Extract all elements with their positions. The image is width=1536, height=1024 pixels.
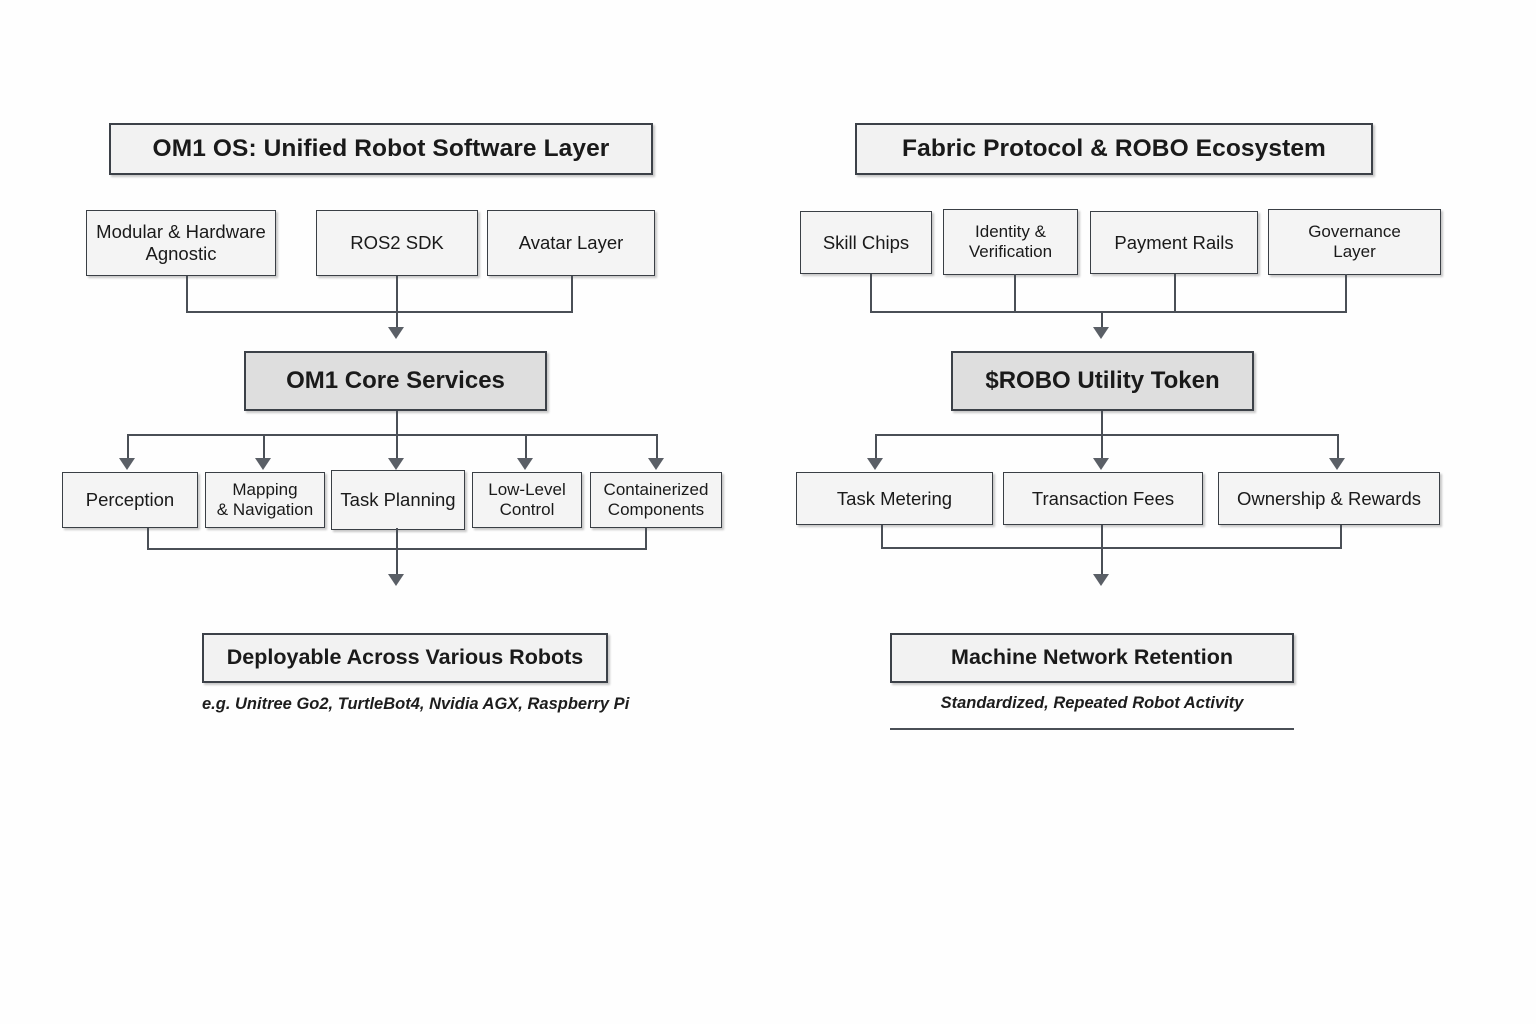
left-service-label-2: Mapping & Navigation [216,479,314,519]
left-service-box-1: Perception [62,472,198,528]
right-input-label-4: Governance Layer [1308,221,1401,261]
right-service-arrow-3 [1329,458,1345,470]
left-service-label-1: Perception [85,489,175,511]
right-fan-bar [875,434,1339,437]
left-service-arrow-3 [388,458,404,470]
left-hub-box: OM1 Core Services [244,351,547,411]
left-merge-bar-top [186,311,573,314]
right-service-box-2: Transaction Fees [1003,472,1203,525]
right-outcome-label: Machine Network Retention [951,645,1233,670]
right-hub-stem [1101,311,1104,335]
left-outcome-arrow [388,574,404,586]
right-input-box-1: Skill Chips [800,211,932,274]
right-input-label-1: Skill Chips [822,231,910,253]
left-service-box-2: Mapping & Navigation [205,472,325,528]
left-service-arrow-5 [648,458,664,470]
right-hub-arrow [1093,327,1109,339]
left-hub-label: OM1 Core Services [286,366,505,394]
left-outcome-box: Deployable Across Various Robots [202,633,608,683]
right-out-drop-1 [881,525,884,549]
left-service-box-3: Task Planning [331,470,465,530]
left-fan-drop-5 [656,434,659,461]
right-title-label: Fabric Protocol & ROBO Ecosystem [902,134,1326,162]
right-service-label-2: Transaction Fees [1031,487,1175,509]
right-input-box-4: Governance Layer [1268,209,1441,275]
right-service-arrow-1 [867,458,883,470]
left-service-arrow-4 [517,458,533,470]
right-out-bar [881,547,1342,550]
right-caption-label: Standardized, Repeated Robot Activity [940,694,1244,712]
right-out-drop-3 [1340,525,1343,549]
right-out-drop-2 [1101,525,1104,577]
left-merge-drop-3 [571,276,574,313]
left-out-drop-2 [396,528,399,577]
right-outcome-box: Machine Network Retention [890,633,1294,683]
right-service-arrow-2 [1093,458,1109,470]
left-service-box-5: Containerized Components [590,472,722,528]
right-input-label-2: Identity & Verification [968,221,1053,261]
right-input-box-2: Identity & Verification [943,209,1078,275]
left-merge-drop-2 [396,276,399,335]
right-outcome-arrow [1093,574,1109,586]
right-input-label-3: Payment Rails [1114,231,1234,253]
left-title-label: OM1 OS: Unified Robot Software Layer [152,134,610,162]
left-service-label-4: Low-Level Control [488,479,566,519]
right-fan-drop-2 [1101,434,1104,461]
right-hub-label: $ROBO Utility Token [985,366,1220,394]
left-service-arrow-2 [255,458,271,470]
left-fan-stem [396,411,399,436]
right-merge-bar-top [870,311,1347,314]
right-title-box: Fabric Protocol & ROBO Ecosystem [855,123,1373,175]
left-out-bar [147,548,647,551]
left-fan-drop-3 [396,434,399,461]
right-service-box-3: Ownership & Rewards [1218,472,1440,525]
left-outcome-label: Deployable Across Various Robots [226,645,584,670]
right-hub-box: $ROBO Utility Token [951,351,1254,411]
left-input-label-1: Modular & Hardware Agnostic [96,221,266,264]
left-service-label-5: Containerized Components [603,479,709,519]
left-input-box-3: Avatar Layer [487,210,655,276]
left-fan-drop-1 [127,434,130,461]
right-caption: Standardized, Repeated Robot Activity [890,694,1294,713]
left-service-box-4: Low-Level Control [472,472,582,528]
right-fan-drop-3 [1337,434,1340,461]
right-merge-drop-1 [870,274,873,313]
left-out-drop-3 [645,528,648,550]
left-out-drop-1 [147,528,150,550]
left-fan-drop-2 [263,434,266,461]
left-input-box-1: Modular & Hardware Agnostic [86,210,276,276]
right-service-label-3: Ownership & Rewards [1236,487,1422,509]
left-fan-drop-4 [525,434,528,461]
right-fan-stem [1101,411,1104,436]
left-caption-label: e.g. Unitree Go2, TurtleBot4, Nvidia AGX… [202,695,630,713]
left-hub-arrow [388,327,404,339]
left-input-label-2: ROS2 SDK [350,232,444,254]
left-service-arrow-1 [119,458,135,470]
right-caption-rule [890,728,1294,731]
right-merge-drop-3 [1174,274,1177,313]
left-input-box-2: ROS2 SDK [316,210,478,276]
left-caption: e.g. Unitree Go2, TurtleBot4, Nvidia AGX… [202,695,629,714]
left-fan-bar [127,434,658,437]
right-fan-drop-1 [875,434,878,461]
right-service-label-1: Task Metering [836,487,953,509]
left-merge-drop-1 [186,276,189,313]
left-input-label-3: Avatar Layer [518,232,624,254]
left-title-box: OM1 OS: Unified Robot Software Layer [109,123,653,175]
left-service-label-3: Task Planning [340,489,456,511]
right-merge-drop-2 [1014,274,1017,313]
right-service-box-1: Task Metering [796,472,993,525]
right-merge-drop-4 [1345,274,1348,313]
right-input-box-3: Payment Rails [1090,211,1258,274]
